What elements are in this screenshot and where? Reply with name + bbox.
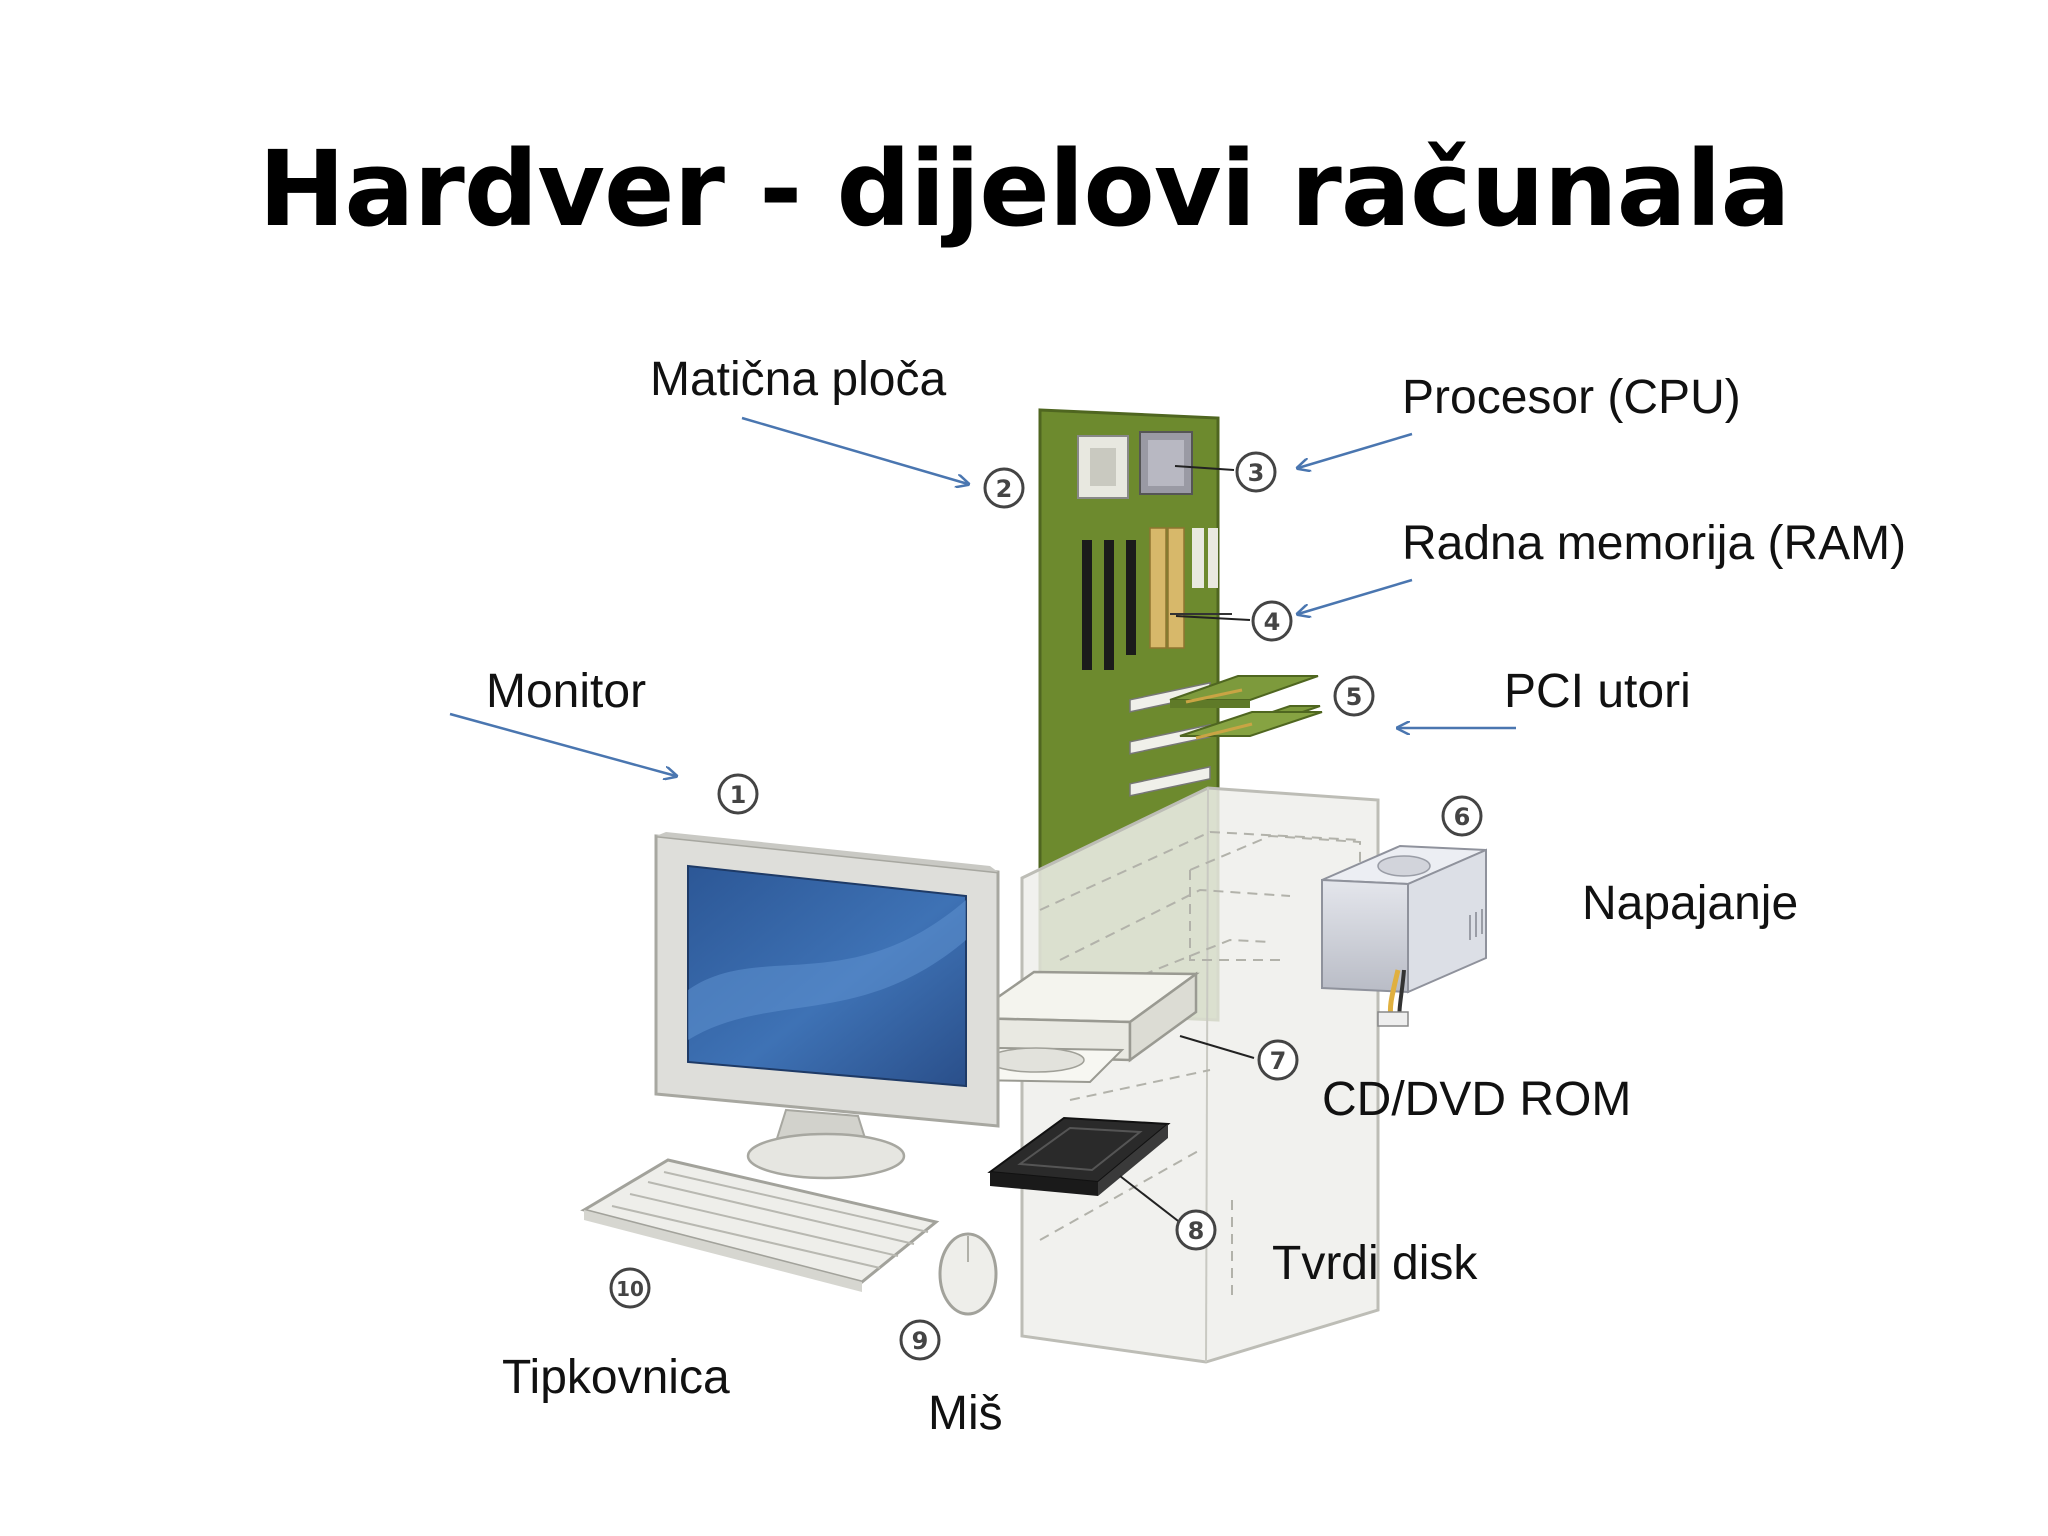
marker-4-text: 4: [1264, 608, 1281, 636]
label-maticna-ploca: Matična ploča: [650, 353, 947, 406]
arrow-ram: [1298, 578, 1413, 614]
marker-9-text: 9: [912, 1327, 929, 1355]
callout-arrows: [449, 416, 1516, 776]
ram-modules: [1149, 527, 1218, 649]
slide-title: Hardver - dijelovi računala: [258, 128, 1790, 250]
keyboard: [580, 1158, 940, 1292]
monitor: [654, 832, 1000, 1180]
marker-1: [717, 773, 759, 815]
label-monitor: Monitor: [486, 665, 647, 718]
label-cd-dvd-rom: CD/DVD ROM: [1322, 1073, 1632, 1126]
arrow-maticna: [741, 416, 968, 484]
computer-case: [1020, 786, 1380, 1364]
arrow-monitor: [449, 712, 676, 776]
label-mis: Miš: [928, 1387, 1003, 1440]
marker-5-text: 5: [1346, 683, 1363, 711]
mouse: [938, 1232, 998, 1316]
label-tvrdi-disk: Tvrdi disk: [1272, 1237, 1478, 1290]
marker-8-text: 8: [1188, 1217, 1205, 1245]
label-ram: Radna memorija (RAM): [1402, 517, 1907, 570]
marker-2: [983, 467, 1025, 509]
marker-6: [1441, 795, 1483, 837]
label-tipkovnica: Tipkovnica: [502, 1351, 730, 1404]
cd-dvd-drive: [941, 970, 1200, 1084]
marker-10-text: 10: [616, 1277, 644, 1301]
marker-4: [1251, 600, 1293, 642]
hard-disk: [987, 1116, 1171, 1196]
arrow-procesor: [1298, 432, 1413, 468]
marker-3-text: 3: [1248, 459, 1265, 487]
label-pci-utori: PCI utori: [1504, 665, 1691, 718]
marker-8: [1175, 1209, 1217, 1251]
marker-7: [1257, 1039, 1299, 1081]
marker-1-text: 1: [730, 781, 747, 809]
marker-7-text: 7: [1270, 1047, 1287, 1075]
marker-6-text: 6: [1454, 803, 1471, 831]
power-supply: [1321, 844, 1487, 1027]
cpu: [1139, 431, 1193, 495]
pci-cards: [1169, 675, 1323, 740]
marker-3: [1235, 451, 1277, 493]
marker-2-text: 2: [996, 475, 1013, 503]
marker-10: [609, 1267, 651, 1309]
marker-9: [899, 1319, 941, 1361]
label-procesor: Procesor (CPU): [1402, 371, 1741, 424]
marker-5: [1333, 675, 1375, 717]
number-markers: [609, 451, 1483, 1361]
label-napajanje: Napajanje: [1582, 877, 1799, 930]
